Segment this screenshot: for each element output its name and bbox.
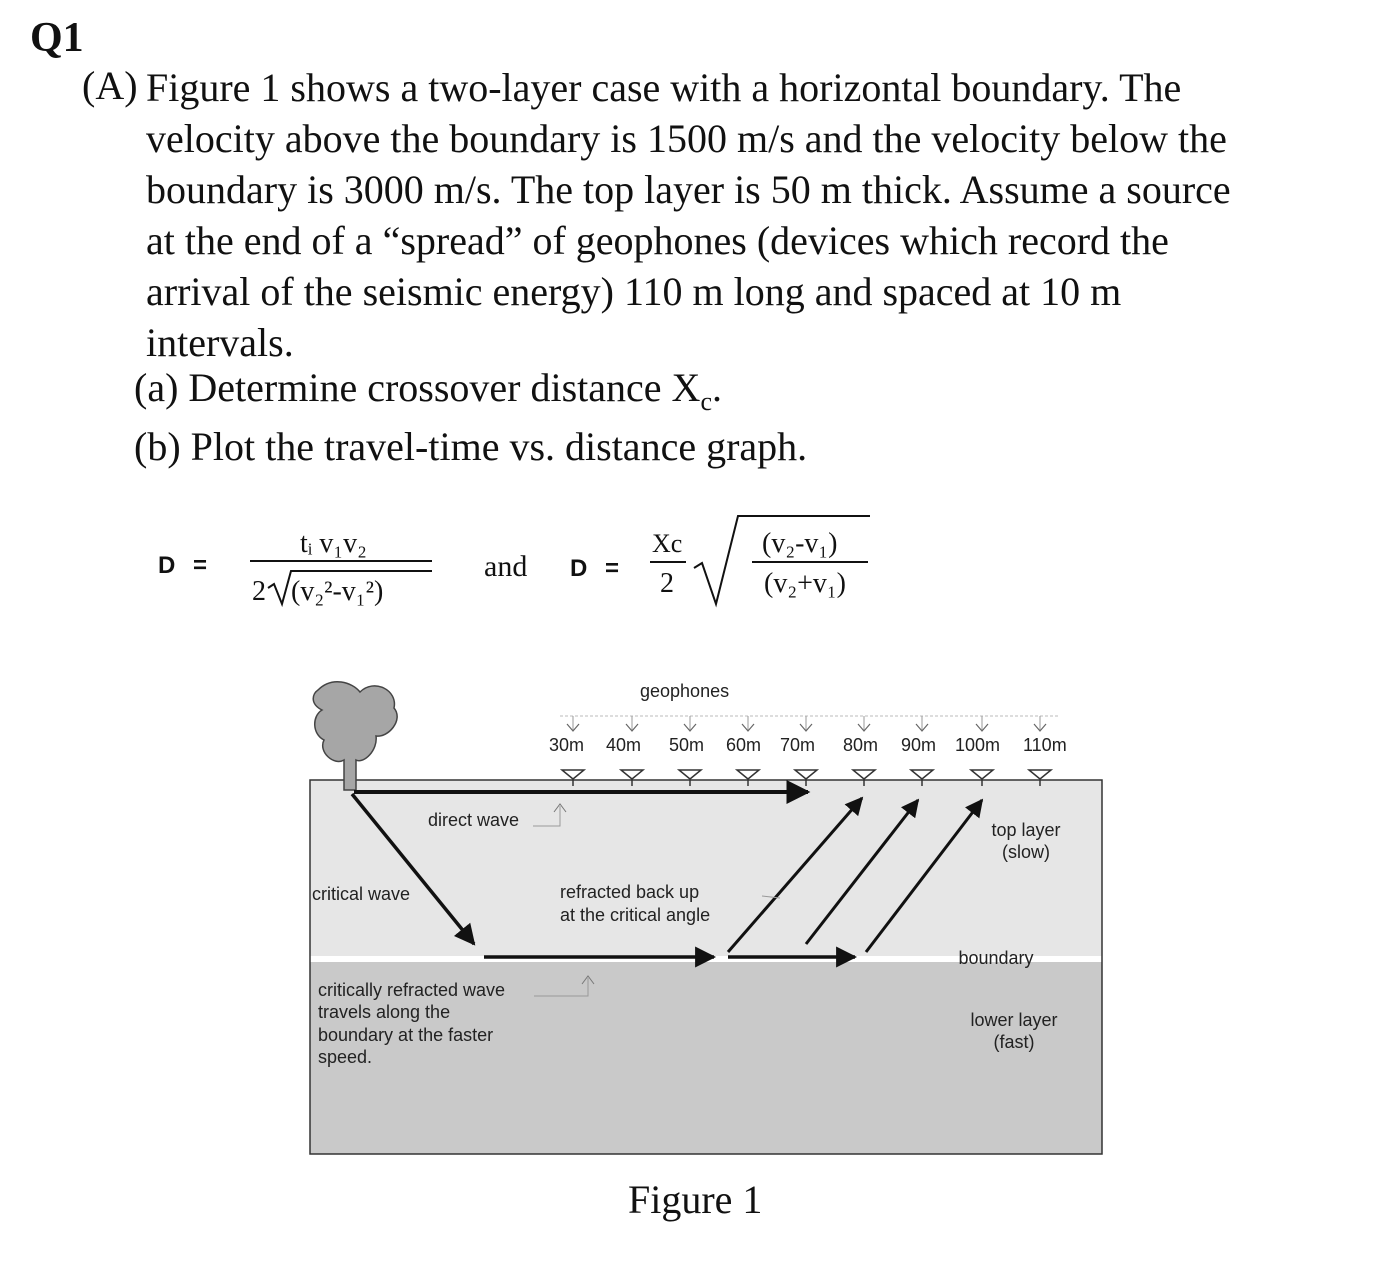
top-layer-label: (slow) <box>1002 842 1050 862</box>
formula-equals: = <box>605 555 619 582</box>
subscript-c: c <box>700 387 712 416</box>
distance-label: 50m <box>669 735 704 755</box>
label-line: boundary at the faster <box>318 1025 493 1045</box>
label-line: critically refracted wave <box>318 980 505 1000</box>
geophone-row <box>559 716 1054 786</box>
boundary-label: boundary <box>958 948 1033 968</box>
direct-wave-label: direct wave <box>428 810 519 830</box>
leader-line <box>534 978 589 997</box>
part-label: (A) <box>82 63 138 108</box>
formula-lhs: D <box>570 555 587 582</box>
geophone-icon <box>908 769 936 786</box>
formula-numerator: tᵢ v₁v₂ <box>300 528 367 559</box>
depth-formulas: D = D = tᵢ v₁v₂ 2 (v₂²-v₁²) and Xc 2 (v₂… <box>158 515 870 608</box>
sub-question-a-text: (a) Determine crossover distance X <box>134 365 701 410</box>
top-layer <box>310 780 1102 956</box>
refracted-ray-up <box>726 796 864 953</box>
question-line: arrival of the seismic energy) 110 m lon… <box>146 269 1122 314</box>
geophone-icon <box>559 769 587 786</box>
leader-line <box>761 895 781 899</box>
formula-denominator-radicand: (v₂²-v₁²) <box>291 576 383 607</box>
question-line: intervals. <box>146 320 294 365</box>
distance-label: 40m <box>606 735 641 755</box>
formula-equals: = <box>193 552 207 579</box>
leader-line <box>533 806 561 827</box>
geophone-pointer-icon <box>741 723 755 732</box>
geophone-pointer-icon <box>683 723 697 732</box>
leader-arrow-icon <box>581 975 595 985</box>
question-text: Figure 1 shows a two-layer case with a h… <box>146 62 1361 368</box>
geophones-label: geophones <box>640 681 729 701</box>
label-line: speed. <box>318 1047 372 1067</box>
geophone-pointer-icon <box>915 723 929 732</box>
formula-lhs: D <box>158 552 175 579</box>
lower-layer-label: (fast) <box>993 1032 1034 1052</box>
critical-wave-label: critical wave <box>312 884 410 904</box>
distance-label: 60m <box>726 735 761 755</box>
label-line: travels along the <box>318 1002 450 1022</box>
refracted-label-line: at the critical angle <box>560 905 710 925</box>
lower-layer <box>310 962 1102 1154</box>
refracted-ray-up <box>804 798 920 945</box>
formula-denominator-coef: 2 <box>252 576 266 607</box>
top-layer-label: top layer <box>991 820 1060 840</box>
distance-label: 80m <box>843 735 878 755</box>
sub-question-b: (b) Plot the travel-time vs. distance gr… <box>134 424 808 469</box>
geophone-icon <box>676 769 704 786</box>
critically-refracted-label: critically refracted wave travels along … <box>318 980 505 1067</box>
distance-label: 70m <box>780 735 815 755</box>
question-line: boundary is 3000 m/s. The top layer is 5… <box>146 167 1231 212</box>
source-explosion-icon <box>312 681 398 791</box>
distance-label: 90m <box>901 735 936 755</box>
geophone-icon <box>618 769 646 786</box>
distance-label: 110m <box>1023 735 1067 755</box>
distance-label: 30m <box>549 735 584 755</box>
refracted-ray-up <box>864 798 984 953</box>
radicand-denominator: (v₂+v₁) <box>764 568 846 599</box>
geophone-pointer-icon <box>857 723 871 732</box>
formula2-numerator: Xc <box>652 529 682 558</box>
distance-labels: 30m 40m 50m 60m 70m 80m 90m 100m 110m <box>549 735 1067 755</box>
leader-arrow-icon <box>553 803 567 813</box>
radicand-numerator: (v₂-v₁) <box>762 528 838 559</box>
figure-caption: Figure 1 <box>628 1177 763 1222</box>
geophone-icon <box>850 769 878 786</box>
critical-wave-ray <box>350 792 476 946</box>
question-line: at the end of a “spread” of geophones (d… <box>146 218 1169 263</box>
geophone-pointer-icon <box>625 723 639 732</box>
geophone-pointer-icon <box>799 723 813 732</box>
geophone-icon <box>734 769 762 786</box>
formula-conjunction: and <box>484 550 527 583</box>
geophone-icon <box>1026 769 1054 786</box>
question-line: Figure 1 shows a two-layer case with a h… <box>146 65 1182 110</box>
refracted-label-line: refracted back up <box>560 882 699 902</box>
period: . <box>711 365 722 410</box>
distance-label: 100m <box>955 735 1000 755</box>
geophone-pointer-icon <box>566 723 580 732</box>
radical-sign <box>267 570 432 608</box>
question-line: velocity above the boundary is 1500 m/s … <box>146 116 1227 161</box>
figure-frame <box>309 779 1103 1155</box>
geophone-pointer-icon <box>975 723 989 732</box>
geophone-icon <box>968 769 996 786</box>
geophone-pointer-icon <box>1033 723 1047 732</box>
radical-sign <box>693 515 870 608</box>
seismic-refraction-figure: geophones 30m 40m 50m 60m 70m 80m 90m 10… <box>309 681 1103 1155</box>
formula2-denominator: 2 <box>660 568 674 599</box>
sub-question-a: (a) Determine crossover distance Xc. <box>134 364 722 417</box>
question-number: Q1 <box>30 15 84 61</box>
lower-layer-label: lower layer <box>970 1010 1057 1030</box>
